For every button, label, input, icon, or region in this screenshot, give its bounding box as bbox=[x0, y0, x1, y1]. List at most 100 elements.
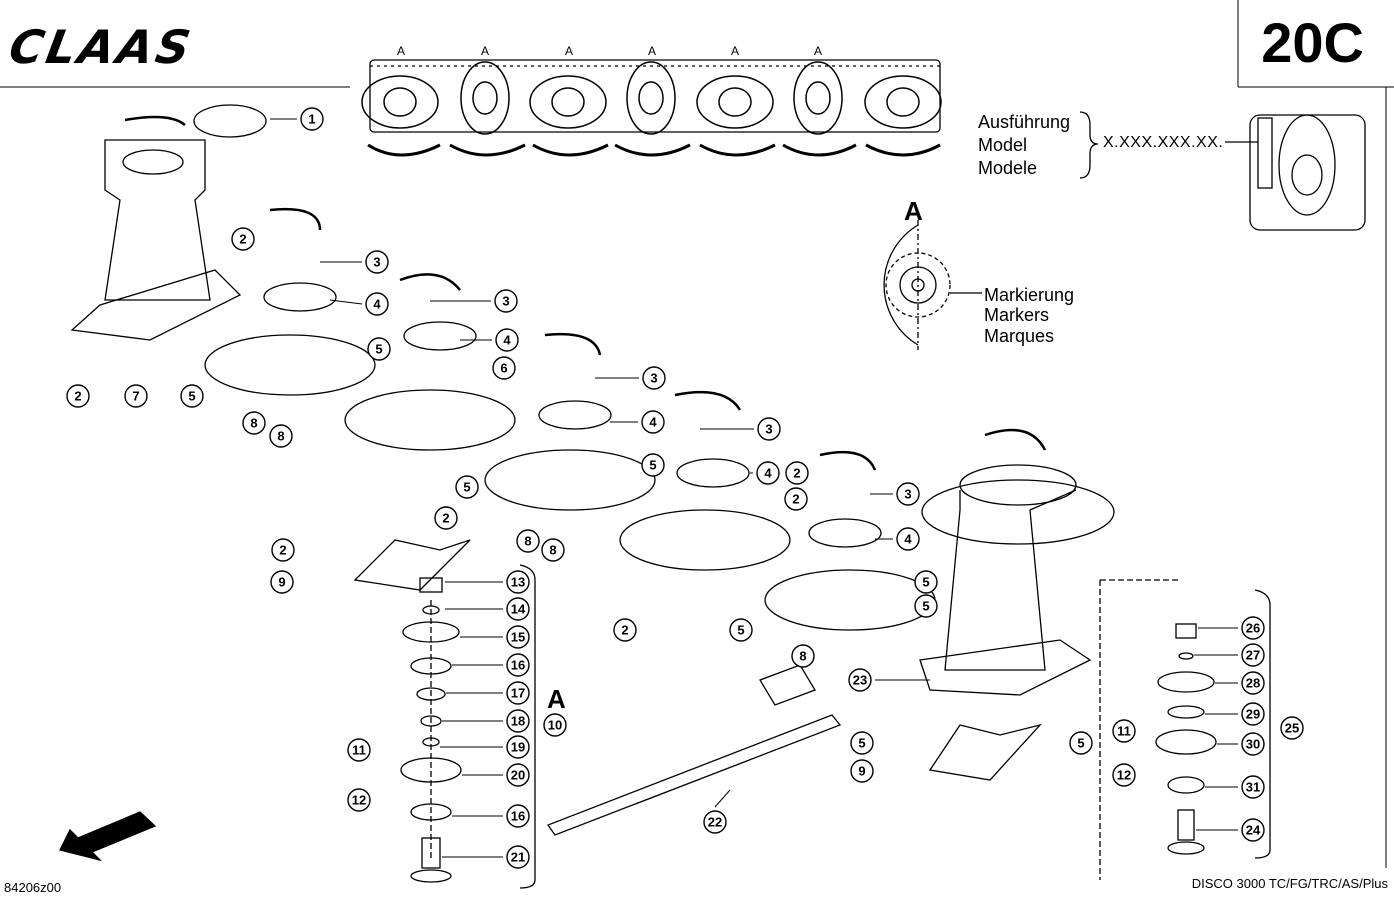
left-drive-housing bbox=[70, 104, 267, 341]
callout-5: 5 bbox=[455, 475, 479, 499]
callout-number: 14 bbox=[511, 602, 526, 617]
callout-number: 3 bbox=[502, 294, 509, 309]
callout-5: 5 bbox=[641, 453, 665, 477]
callout-6: 6 bbox=[492, 356, 516, 380]
callout-number: 3 bbox=[373, 255, 380, 270]
callout-number: 22 bbox=[708, 815, 722, 830]
callout-number: 2 bbox=[279, 543, 286, 558]
callout-3: 3 bbox=[642, 366, 666, 390]
marker-label-de: Markierung bbox=[984, 285, 1075, 305]
callout-number: 24 bbox=[1246, 823, 1261, 838]
callout-number: 16 bbox=[511, 658, 525, 673]
overview-letter-4: A bbox=[648, 44, 657, 58]
callout-number: 8 bbox=[277, 429, 284, 444]
callout-5: 5 bbox=[180, 384, 204, 408]
callout-number: 13 bbox=[511, 575, 525, 590]
callout-9: 9 bbox=[270, 570, 294, 594]
model-label-en: Model bbox=[978, 135, 1028, 155]
callout-number: 2 bbox=[793, 466, 800, 481]
callout-number: 2 bbox=[239, 232, 246, 247]
callout-2: 2 bbox=[271, 538, 295, 562]
callout-8: 8 bbox=[516, 529, 540, 553]
callout-number: 6 bbox=[500, 361, 507, 376]
callout-number: 3 bbox=[904, 487, 911, 502]
callout-number: 31 bbox=[1246, 780, 1260, 795]
callout-number: 2 bbox=[792, 492, 799, 507]
callout-23: 23 bbox=[848, 668, 872, 692]
callout-number: 2 bbox=[74, 389, 81, 404]
callout-2: 2 bbox=[613, 618, 637, 642]
model-label-fr: Modele bbox=[978, 158, 1038, 178]
callout-14: 14 bbox=[506, 597, 530, 621]
callout-number: 5 bbox=[737, 623, 744, 638]
rotation-arrows bbox=[124, 115, 1047, 471]
callout-12: 12 bbox=[347, 788, 371, 812]
callout-2: 2 bbox=[784, 487, 808, 511]
callout-number: 5 bbox=[375, 342, 382, 357]
callout-8: 8 bbox=[791, 644, 815, 668]
callout-number: 26 bbox=[1246, 621, 1260, 636]
callout-18: 18 bbox=[506, 709, 530, 733]
callout-4: 4 bbox=[896, 527, 920, 551]
callout-31: 31 bbox=[1241, 775, 1265, 799]
callout-10: 10 bbox=[543, 713, 567, 737]
callout-number: 5 bbox=[922, 599, 929, 614]
callout-number: 28 bbox=[1246, 676, 1260, 691]
callout-number: 25 bbox=[1285, 721, 1299, 736]
detail-a-gear bbox=[883, 220, 982, 350]
callout-number: 3 bbox=[650, 371, 657, 386]
detail-a-letter: A bbox=[904, 196, 923, 226]
right-bearing-stack bbox=[1099, 579, 1271, 880]
callout-2: 2 bbox=[785, 461, 809, 485]
callout-number: 29 bbox=[1246, 707, 1260, 722]
page-code: 20C bbox=[1261, 11, 1364, 74]
marker-label-fr: Marques bbox=[984, 326, 1055, 346]
callout-5: 5 bbox=[729, 618, 753, 642]
cutterbar-overview bbox=[361, 59, 942, 157]
overview-letter-1: A bbox=[397, 44, 406, 58]
callout-4: 4 bbox=[495, 328, 519, 352]
callout-3: 3 bbox=[896, 482, 920, 506]
callout-16: 16 bbox=[506, 653, 530, 677]
callout-4: 4 bbox=[641, 410, 665, 434]
callout-number: 12 bbox=[1117, 768, 1131, 783]
callout-17: 17 bbox=[506, 681, 530, 705]
marker-label-en: Markers bbox=[984, 305, 1050, 325]
callout-4: 4 bbox=[756, 461, 780, 485]
callout-24: 24 bbox=[1241, 818, 1265, 842]
callout-5: 5 bbox=[1069, 731, 1093, 755]
callout-21: 21 bbox=[506, 845, 530, 869]
callout-16: 16 bbox=[506, 804, 530, 828]
callout-number: 4 bbox=[649, 415, 657, 430]
callout-number: 5 bbox=[858, 736, 865, 751]
callout-19: 19 bbox=[506, 735, 530, 759]
callout-number: 4 bbox=[904, 532, 912, 547]
callout-number: 23 bbox=[853, 673, 867, 688]
direction-arrow bbox=[59, 811, 157, 862]
callout-number: 5 bbox=[649, 458, 656, 473]
overview-letter-2: A bbox=[481, 44, 490, 58]
callout-8: 8 bbox=[541, 538, 565, 562]
callout-number: 10 bbox=[548, 718, 562, 733]
callout-1: 1 bbox=[300, 107, 324, 131]
callout-number: 8 bbox=[799, 649, 806, 664]
model-plate-drawing bbox=[1079, 111, 1366, 231]
leader-lines bbox=[270, 118, 1238, 858]
callout-5: 5 bbox=[914, 570, 938, 594]
detail-a-ref-letter: A bbox=[547, 684, 566, 714]
callout-4: 4 bbox=[365, 292, 389, 316]
callout-number: 20 bbox=[511, 768, 525, 783]
callout-number: 4 bbox=[764, 466, 772, 481]
callout-number: 4 bbox=[373, 297, 381, 312]
callout-12: 12 bbox=[1112, 763, 1136, 787]
callout-number: 7 bbox=[132, 389, 139, 404]
callout-26: 26 bbox=[1241, 616, 1265, 640]
callout-number: 8 bbox=[250, 416, 257, 431]
callout-27: 27 bbox=[1241, 643, 1265, 667]
callout-29: 29 bbox=[1241, 702, 1265, 726]
callout-number: 11 bbox=[1117, 724, 1131, 739]
tool-22 bbox=[546, 664, 842, 836]
callout-number: 12 bbox=[352, 793, 366, 808]
